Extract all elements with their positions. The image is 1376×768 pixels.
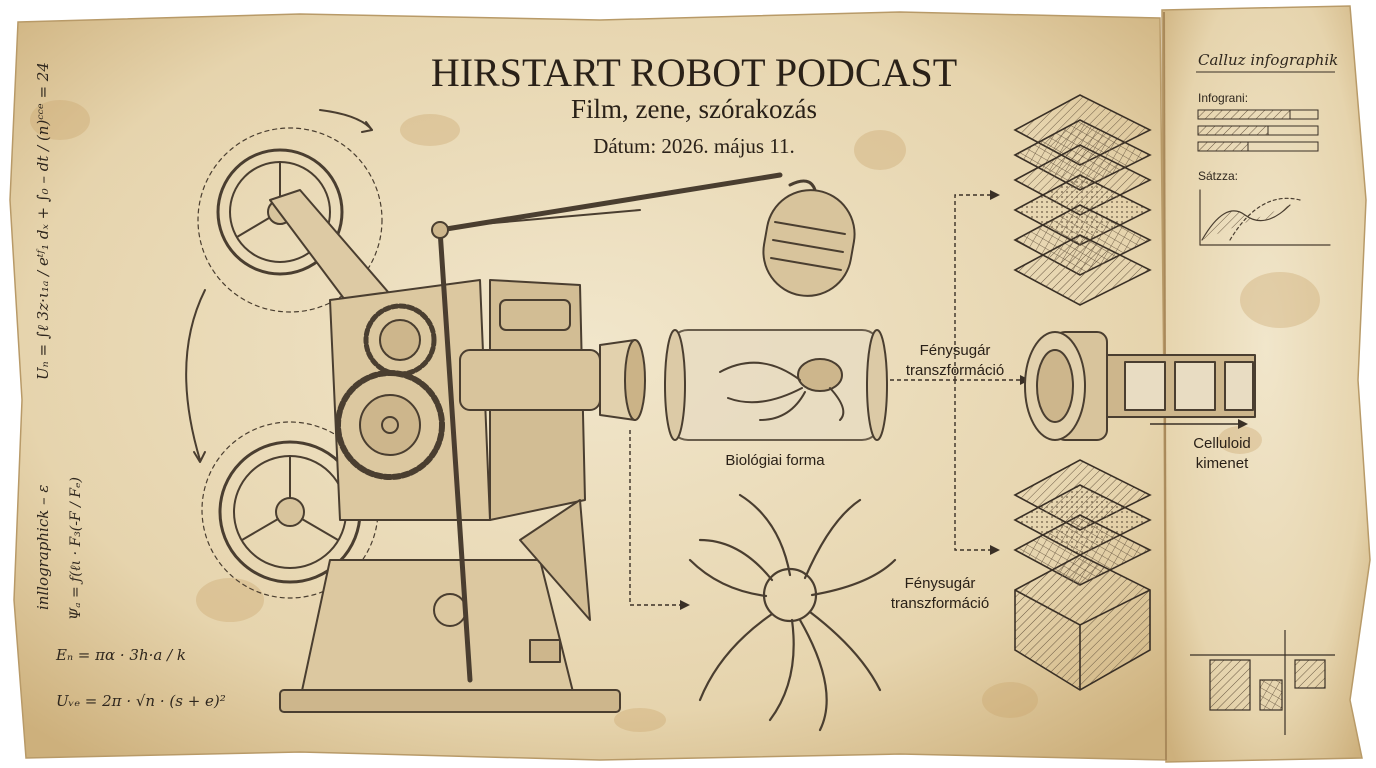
formula-vertical-low: Ψₐ = ƒ(ℓι · F₃(-F / Fₑ): [68, 477, 84, 620]
formula-vertical-top: Uₙ = ∫ℓ 3z·ι₁ₐ / eᵗᶠ₁ dₓ + ∫₀ – dt / (n)…: [34, 62, 52, 380]
sidebar-block-sketch: [1190, 630, 1335, 735]
lens-filmstrip-illustration: [1024, 331, 1256, 441]
label-transform-top-1: Fénysugár: [920, 342, 991, 359]
label-transform-bottom-2: transzformáció: [891, 595, 989, 612]
formula-vertical-mid: inllographick – ε: [34, 485, 52, 610]
formula-line-1: Eₙ = πα · 3h·a / k: [55, 646, 186, 664]
layer-stack-bottom: [1013, 459, 1152, 691]
formula-line-2: Uᵥₑ = 2π · √n · (s + e)²: [56, 692, 226, 710]
flow-arrows: [629, 194, 1020, 606]
label-transform-bottom-1: Fénysugár: [905, 575, 976, 592]
coffee-stains: [30, 100, 1320, 732]
film-projector-illustration: [185, 109, 856, 713]
label-celluloid-1: Celluloid: [1193, 435, 1251, 452]
sidebar-bar-sketch: [1197, 109, 1319, 152]
page-subtitle: Film, zene, szórakozás: [571, 94, 817, 124]
paper-side: [1161, 5, 1371, 763]
octopus-creature-illustration: [688, 493, 897, 732]
page-date: Dátum: 2026. május 11.: [593, 134, 795, 158]
sidebar-infogram-label: Infograni:: [1198, 91, 1248, 105]
label-transform-top-2: transzformáció: [906, 362, 1004, 379]
label-biological-form: Biológiai forma: [725, 452, 825, 469]
sidebar-curve-sketch: [1199, 189, 1331, 246]
biological-form-tube: [664, 329, 888, 441]
arrow-celluloid: [1150, 419, 1248, 429]
layer-stack-top: [1013, 94, 1152, 306]
sidebar-heading: Calluz infographik: [1198, 51, 1338, 69]
label-celluloid-2: kimenet: [1196, 455, 1249, 472]
sidebar-chart-label: Sátzza:: [1198, 169, 1238, 183]
page-title: HIRSTART ROBOT PODCAST: [431, 50, 957, 95]
